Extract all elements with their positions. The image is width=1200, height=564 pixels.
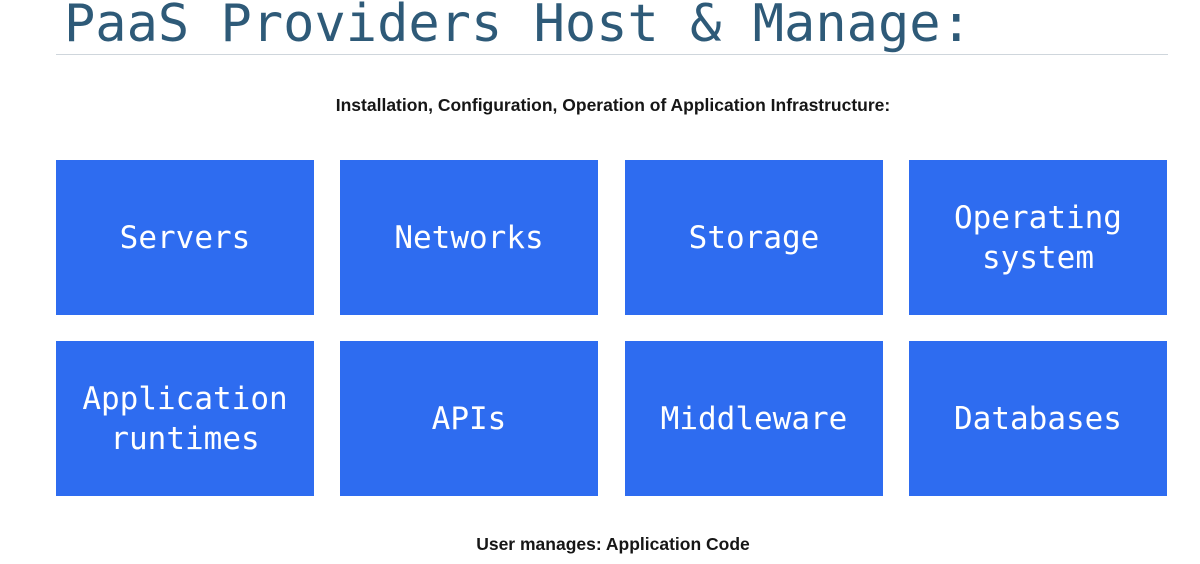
user-manages-note: User manages: Application Code [476, 534, 750, 554]
tile-servers: Servers [56, 160, 314, 315]
tile-databases: Databases [909, 341, 1167, 496]
tile-networks: Networks [340, 160, 598, 315]
tile-application-runtimes: Application runtimes [56, 341, 314, 496]
tile-middleware: Middleware [625, 341, 883, 496]
tile-apis: APIs [340, 341, 598, 496]
tile-operating-system: Operating system [909, 160, 1167, 315]
title-divider [56, 54, 1168, 55]
diagram-subtitle: Installation, Configuration, Operation o… [335, 95, 891, 115]
slide-title: PaaS Providers Host & Manage: [64, 0, 972, 54]
tile-storage: Storage [625, 160, 883, 315]
